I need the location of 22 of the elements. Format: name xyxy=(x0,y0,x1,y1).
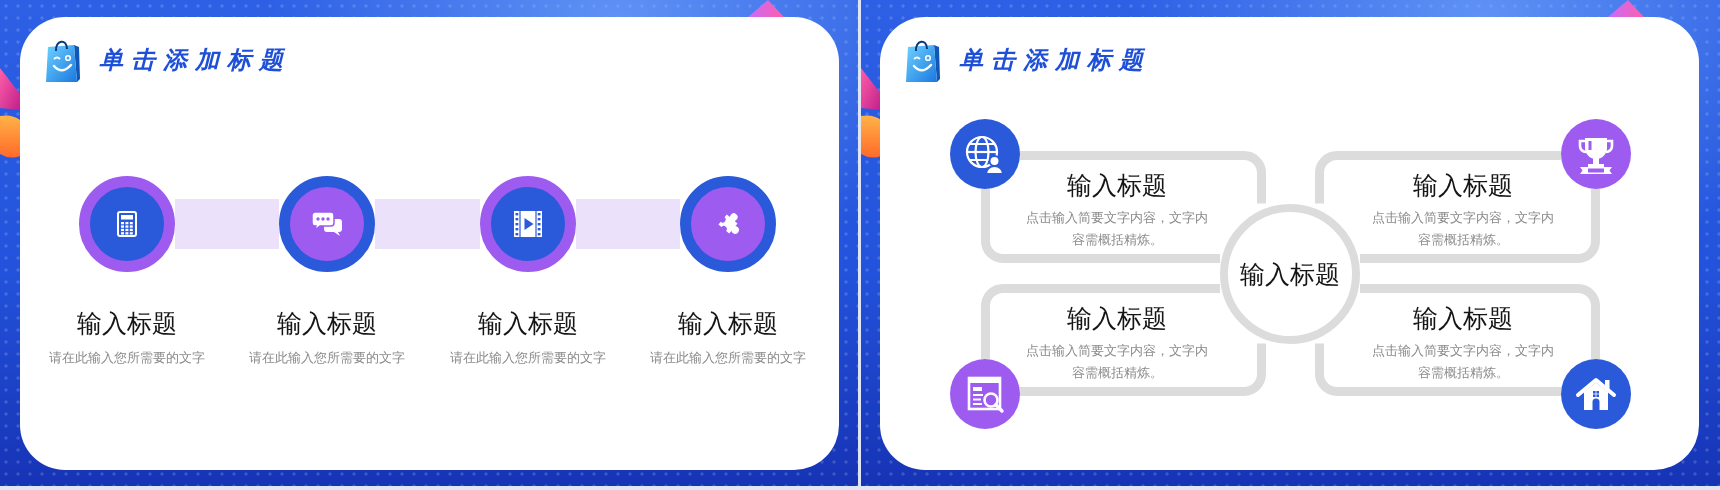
section-title: 输入标题 xyxy=(1067,170,1167,200)
slide-title: 单击添加标题 xyxy=(99,45,291,75)
description-text: 点击输入简要文字内容，文字内容需概括精炼。 xyxy=(1371,210,1555,249)
step-title: 输入标题 xyxy=(478,308,578,338)
connector-band xyxy=(175,199,279,249)
section-title: 输入标题 xyxy=(1413,170,1513,200)
step-title: 输入标题 xyxy=(77,308,177,338)
step-title: 输入标题 xyxy=(277,308,377,338)
section-title: 输入标题 xyxy=(1413,303,1513,333)
connector-band xyxy=(375,199,480,249)
description-text: 请在此输入您所需要的文字 xyxy=(249,350,405,367)
description-text: 点击输入简要文字内容，文字内容需概括精炼。 xyxy=(1025,343,1209,382)
description-text: 请在此输入您所需要的文字 xyxy=(650,350,806,367)
description-text: 点击输入简要文字内容，文字内容需概括精炼。 xyxy=(1371,343,1555,382)
center-title: 输入标题 xyxy=(1240,258,1340,289)
slide-title: 单击添加标题 xyxy=(959,45,1151,75)
description-text: 点击输入简要文字内容，文字内容需概括精炼。 xyxy=(1025,210,1209,249)
description-text: 请在此输入您所需要的文字 xyxy=(450,350,606,367)
connector-band xyxy=(576,199,680,249)
step-title: 输入标题 xyxy=(678,308,778,338)
section-title: 输入标题 xyxy=(1067,303,1167,333)
description-text: 请在此输入您所需要的文字 xyxy=(49,350,205,367)
